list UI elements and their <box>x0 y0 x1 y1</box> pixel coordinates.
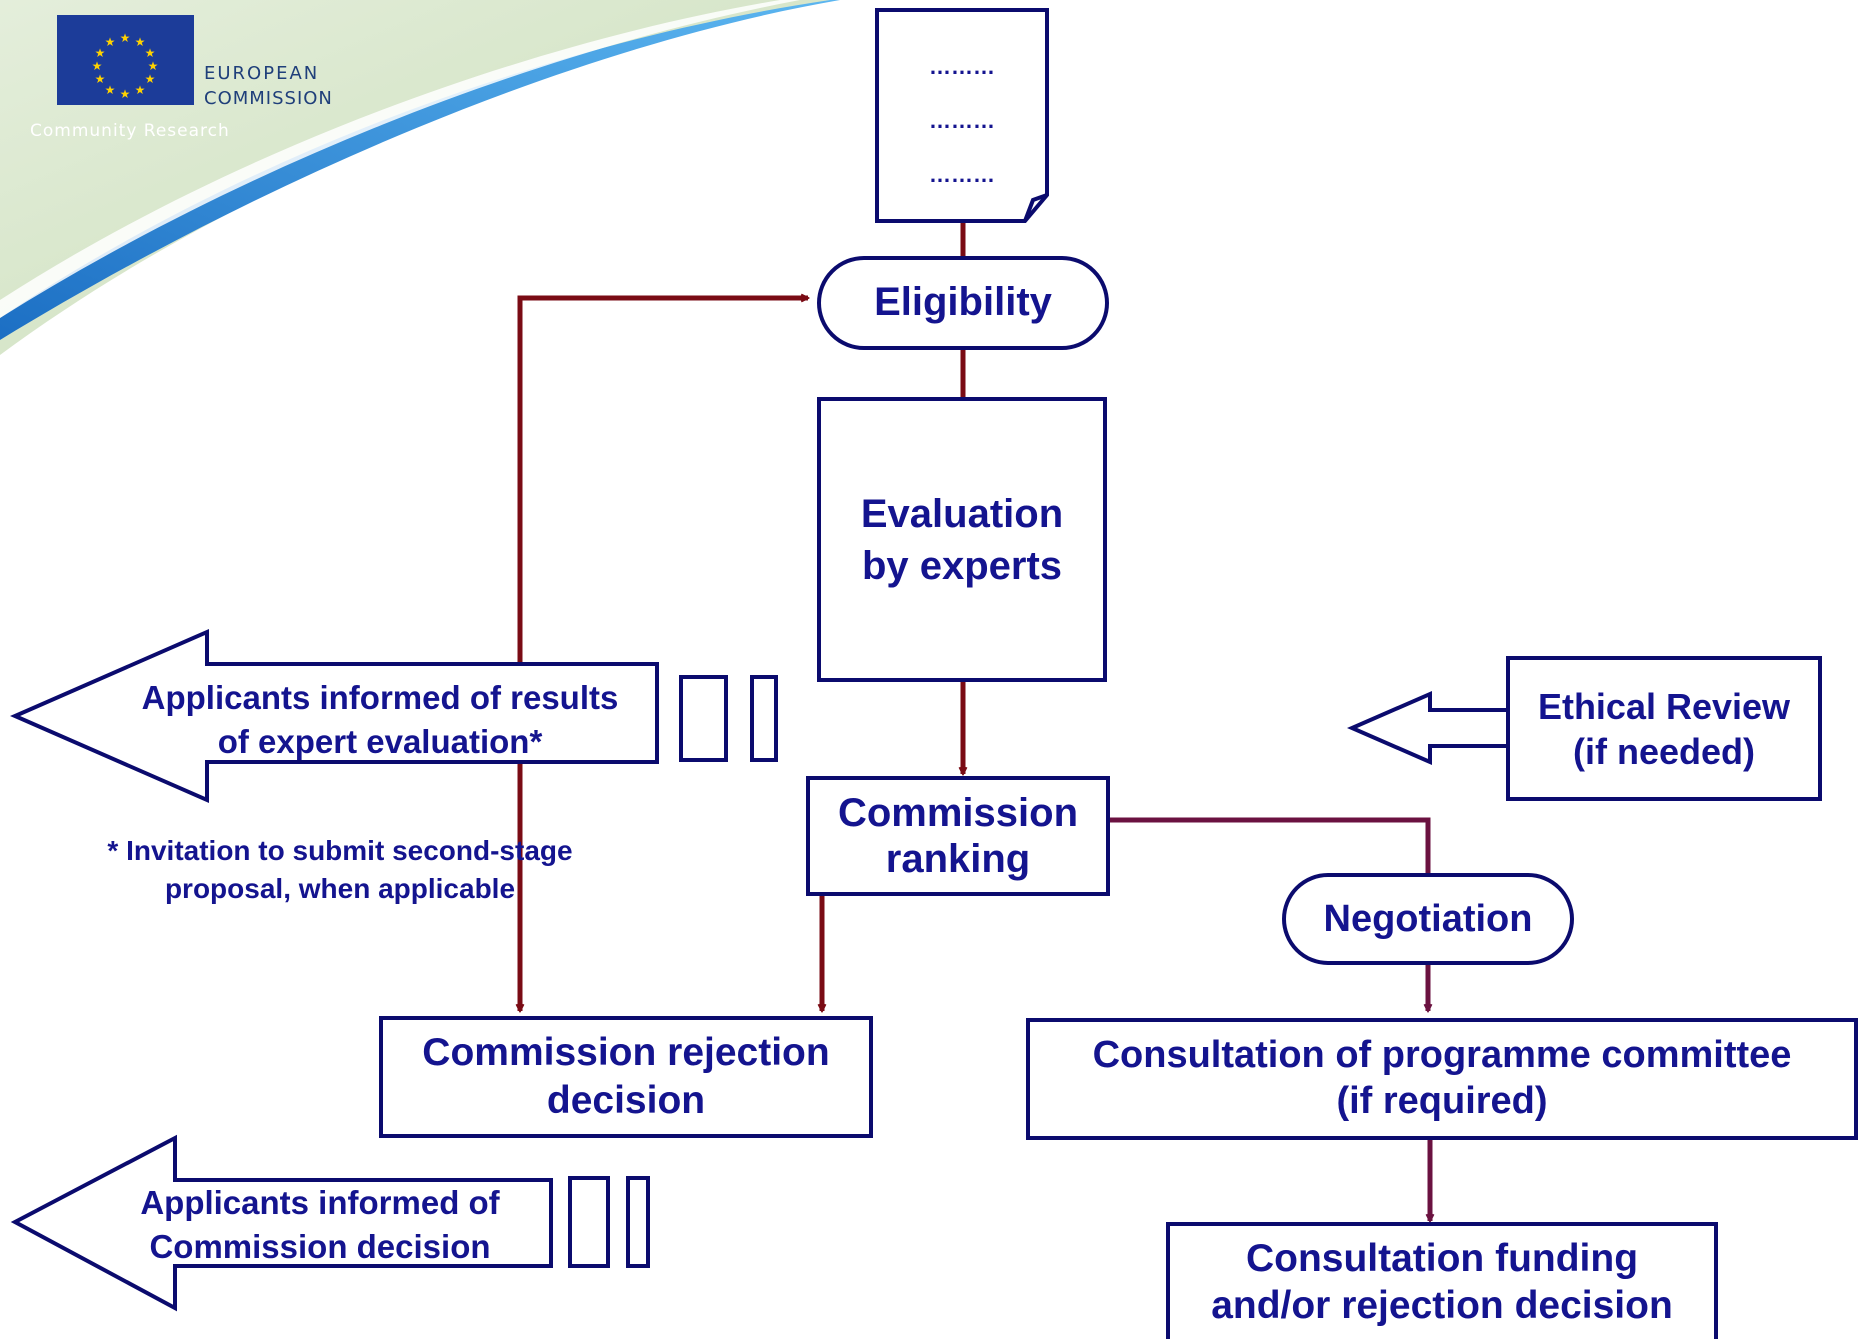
svg-text:★: ★ <box>105 83 116 97</box>
document-lines: ……… ……… ……… <box>877 40 1047 202</box>
svg-text:★: ★ <box>120 31 131 45</box>
svg-text:★: ★ <box>120 87 131 101</box>
eligibility-node: Eligibility <box>817 256 1109 350</box>
document-line: ……… <box>929 108 995 133</box>
results-arrow-shape <box>10 628 659 804</box>
footnote: * Invitation to submit second-stage prop… <box>107 835 573 904</box>
svg-text:★: ★ <box>145 46 156 60</box>
results-arrow-label: Applicants informed of results of expert… <box>141 679 619 760</box>
svg-text:★: ★ <box>105 35 116 49</box>
tagline: Community Research <box>30 121 230 141</box>
ethical-arrow-shape <box>1346 690 1512 766</box>
header-swoosh <box>0 0 830 355</box>
commission-rejection-node: Commission rejection decision <box>379 1016 873 1138</box>
svg-text:★: ★ <box>95 72 106 86</box>
svg-text:★: ★ <box>92 59 103 73</box>
document-line: ……… <box>929 162 995 187</box>
svg-text:★: ★ <box>135 35 146 49</box>
svg-text:★: ★ <box>135 83 146 97</box>
decision-arrow-shape <box>10 1134 553 1312</box>
proposal-document-icon <box>875 8 1049 223</box>
programme-committee-node: Consultation of programme committee (if … <box>1026 1018 1858 1140</box>
funding-decision-node: Consultation funding and/or rejection de… <box>1166 1222 1718 1339</box>
evaluation-node: Evaluation by experts <box>817 397 1107 682</box>
logo-line2: COMMISSION <box>204 88 333 109</box>
logo-line1: EUROPEAN <box>204 63 320 84</box>
decision-arrow-label: Applicants informed of Commission decisi… <box>140 1184 500 1265</box>
document-line: ……… <box>929 54 995 79</box>
svg-text:★: ★ <box>148 59 159 73</box>
eu-flag-icon <box>57 15 194 105</box>
svg-text:★: ★ <box>95 46 106 60</box>
commission-ranking-node: Commission ranking <box>806 776 1110 896</box>
ethical-review-node: Ethical Review (if needed) <box>1506 656 1822 801</box>
negotiation-node: Negotiation <box>1282 873 1574 965</box>
eu-stars-icon: ★★★ ★★★ ★★★ ★★★ <box>92 31 159 101</box>
svg-text:★: ★ <box>145 72 156 86</box>
stripe-marks-icon <box>568 675 778 1268</box>
connectors <box>520 221 963 1011</box>
